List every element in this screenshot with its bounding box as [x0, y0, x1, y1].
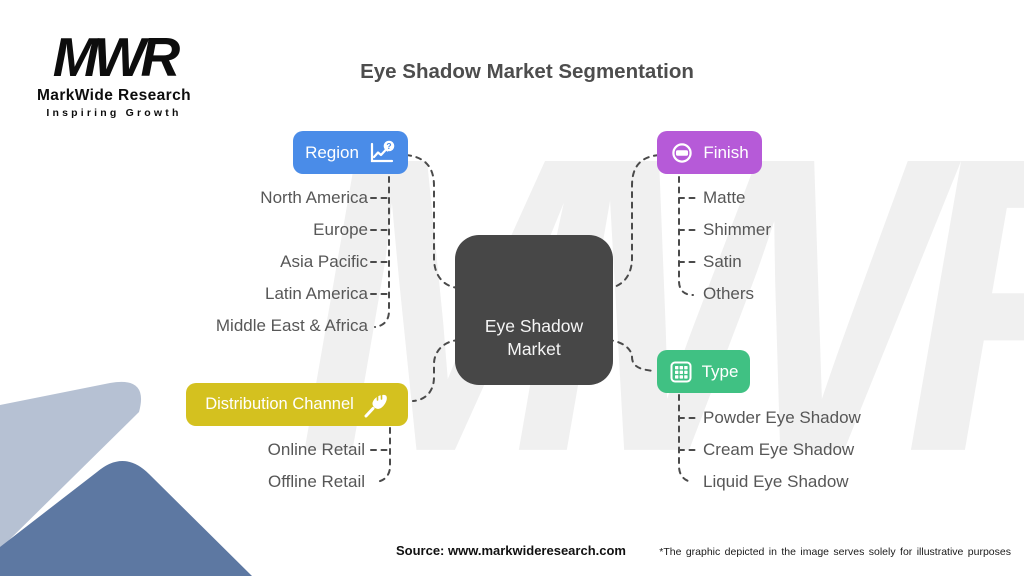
logo-mwr-monogram: MWR — [52, 26, 180, 88]
list-item: Latin America — [265, 284, 368, 303]
connector-center-to-distribution — [412, 339, 460, 402]
circle-minus-icon — [672, 142, 693, 163]
branch-chip-region-label: Region — [305, 142, 359, 162]
list-item: Middle East & Africa — [215, 316, 368, 335]
connector-finish-to-center — [607, 154, 660, 289]
center-node-eye-shadow-market[interactable]: Eye Shadow Market — [455, 235, 613, 385]
branch-chip-type-label: Type — [701, 361, 739, 381]
connector-finish-items — [678, 176, 697, 296]
connector-distribution-items — [370, 427, 391, 483]
list-item: Matte — [703, 188, 746, 207]
region-items-list: North America Europe Asia Pacific Latin … — [120, 182, 368, 342]
type-items-list: Powder Eye Shadow Cream Eye Shadow Liqui… — [703, 402, 933, 498]
list-item: Cream Eye Shadow — [703, 440, 855, 459]
list-item: Satin — [703, 252, 742, 271]
distribution-items-list: Online Retail Offline Retail — [150, 434, 365, 498]
branch-chip-region[interactable]: Region ? — [293, 131, 408, 174]
list-item: North America — [260, 188, 368, 207]
branch-chip-finish-label: Finish — [703, 142, 749, 162]
list-item: Shimmer — [703, 220, 772, 239]
center-node-label: Eye Shadow Market — [484, 316, 584, 359]
connector-center-to-type — [607, 339, 656, 372]
list-item: Liquid Eye Shadow — [703, 472, 849, 491]
page-title: Eye Shadow Market Segmentation — [360, 60, 694, 83]
logo-tagline: Inspiring Growth — [46, 107, 182, 119]
connector-region-to-center — [405, 154, 460, 289]
branch-chip-distribution-channel[interactable]: Distribution Channel — [186, 383, 408, 426]
table-grid-icon — [670, 361, 692, 382]
makeup-brush-icon — [364, 393, 387, 417]
finish-items-list: Matte Shimmer Satin Others — [703, 182, 923, 310]
list-item: Asia Pacific — [280, 252, 368, 271]
svg-text:?: ? — [386, 140, 391, 150]
corner-shape-light — [0, 381, 142, 549]
list-item: Europe — [313, 220, 368, 239]
logo-company-name: MarkWide Research — [37, 87, 191, 104]
disclaimer-note: *The graphic depicted in the image serve… — [659, 546, 1011, 558]
source-credit: Source: www.markwideresearch.com — [395, 543, 626, 558]
connector-region-items — [370, 176, 390, 328]
chart-question-icon: ? — [370, 140, 395, 162]
branch-chip-type[interactable]: Type — [657, 350, 750, 393]
corner-shape-dark — [0, 460, 252, 576]
list-item: Online Retail — [267, 440, 365, 459]
markwide-logo: MWR MarkWide Research Inspiring Growth — [30, 28, 198, 119]
branch-chip-finish[interactable]: Finish — [657, 131, 762, 174]
list-item: Others — [703, 284, 755, 303]
connector-type-items — [678, 394, 697, 483]
list-item: Powder Eye Shadow — [703, 408, 861, 427]
branch-chip-distribution-label: Distribution Channel — [205, 395, 354, 413]
list-item: Offline Retail — [267, 472, 365, 491]
